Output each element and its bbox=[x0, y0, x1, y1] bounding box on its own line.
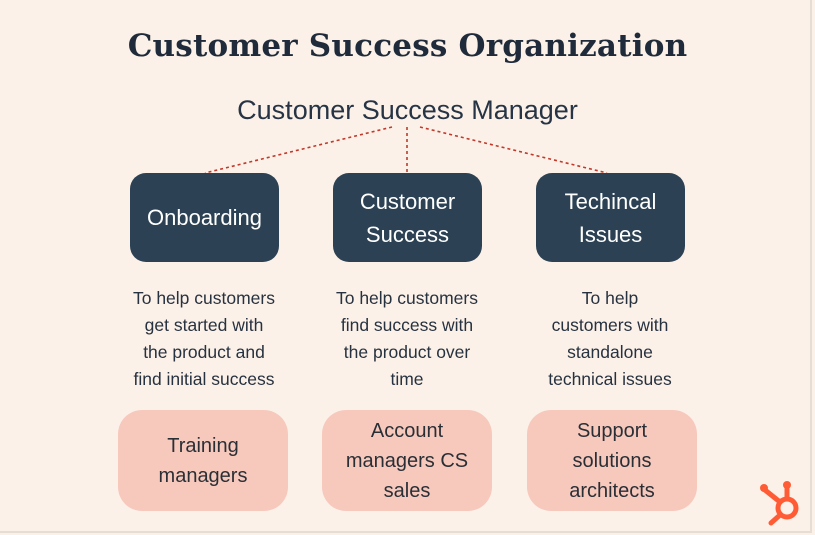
department-onboarding: Onboarding bbox=[130, 173, 279, 262]
hubspot-sprocket-icon bbox=[760, 481, 799, 526]
connector-technical-issues bbox=[419, 126, 608, 174]
department-technical-issues: Techincal Issues bbox=[536, 173, 685, 262]
manager-node: Customer Success Manager bbox=[237, 95, 578, 125]
role-technical-issues: Support solutions architects bbox=[527, 410, 697, 511]
description-technical-issues: To help customers with standalone techni… bbox=[548, 288, 672, 389]
role-onboarding: Training managers bbox=[118, 410, 288, 511]
description-customer-success: To help customers find success with the … bbox=[335, 288, 478, 389]
connector-onboarding bbox=[204, 126, 393, 174]
role-customer-success: Account managers CS sales bbox=[322, 410, 492, 511]
page-title: Customer Success Organization bbox=[127, 28, 688, 64]
description-onboarding: To help customers get started with the p… bbox=[132, 288, 275, 389]
department-customer-success: Customer Success bbox=[333, 173, 482, 262]
